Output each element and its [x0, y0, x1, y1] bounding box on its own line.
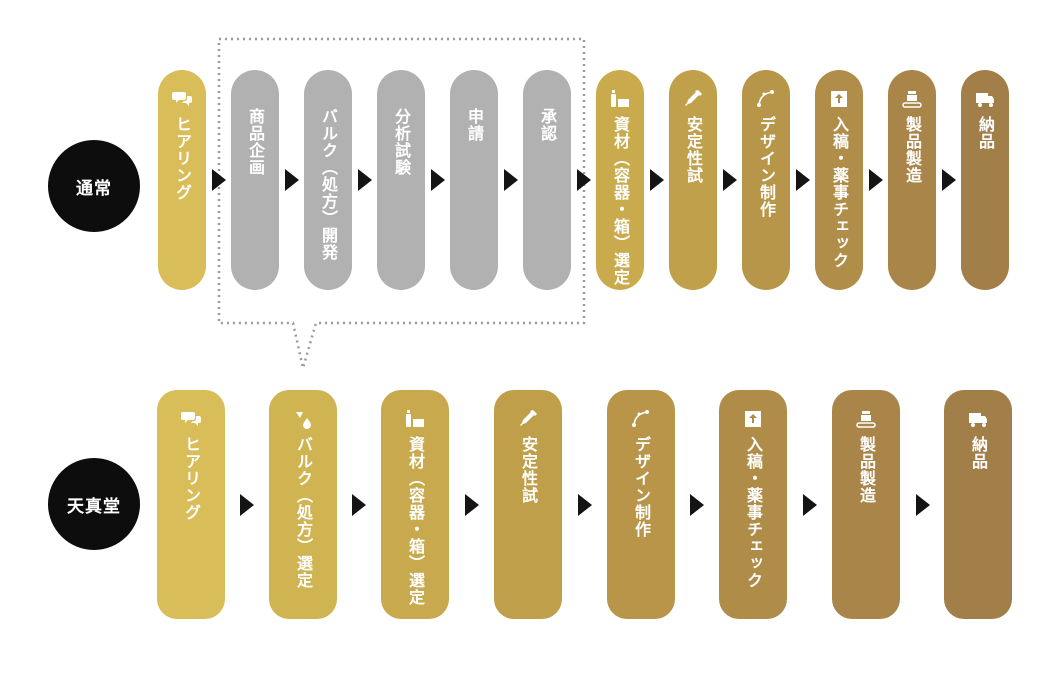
step-label: ヒアリング [173, 116, 192, 201]
flow-arrow [212, 169, 226, 191]
bottle-box-icon [609, 88, 631, 110]
step-tenshindo-delivery: 納品 [944, 390, 1012, 619]
step-tenshindo-stability-test: 安定性試 [494, 390, 562, 619]
step-label: 製品製造 [903, 116, 922, 184]
flow-arrow [431, 169, 445, 191]
flow-arrow [690, 494, 704, 516]
step-tenshindo-materials: 資材（容器・箱）選定 [381, 390, 449, 619]
step-tenshindo-manufacturing: 製品製造 [832, 390, 900, 619]
chat-bubbles-icon [171, 88, 193, 110]
conveyor-icon [855, 408, 877, 430]
bottle-box-icon [404, 408, 426, 430]
step-label: 納品 [969, 436, 988, 470]
flow-arrow [578, 494, 592, 516]
upload-icon [742, 408, 764, 430]
pen-tool-icon [630, 408, 652, 430]
step-label: 商品企画 [246, 108, 265, 176]
chat-bubbles-icon [180, 408, 202, 430]
upload-icon [828, 88, 850, 110]
step-normal-planning: 商品企画 [231, 70, 279, 290]
step-label: 納品 [976, 116, 995, 150]
truck-icon [967, 408, 989, 430]
pipette-icon [517, 408, 539, 430]
step-label: バルク（処方）開発 [319, 108, 338, 261]
pen-tool-icon [755, 88, 777, 110]
row-label-normal: 通常 [48, 140, 140, 232]
flow-arrow [869, 169, 883, 191]
flow-arrow [803, 494, 817, 516]
truck-icon [974, 88, 996, 110]
step-tenshindo-hearing: ヒアリング [157, 390, 225, 619]
step-label: 申請 [465, 108, 484, 142]
step-normal-bulk-development: バルク（処方）開発 [304, 70, 352, 290]
flow-arrow [916, 494, 930, 516]
step-tenshindo-bulk-selection: バルク（処方）選定 [269, 390, 337, 619]
step-label: デザイン制作 [757, 116, 776, 218]
step-label: デザイン制作 [632, 436, 651, 538]
step-label: 安定性試 [684, 116, 703, 184]
step-label: 入稿・薬事チェック [744, 436, 763, 589]
step-normal-stability-test: 安定性試 [669, 70, 717, 290]
step-label: 製品製造 [857, 436, 876, 504]
flow-arrow [352, 494, 366, 516]
step-normal-analysis: 分析試験 [377, 70, 425, 290]
step-normal-manufacturing: 製品製造 [888, 70, 936, 290]
flow-arrow [240, 494, 254, 516]
step-normal-design: デザイン制作 [742, 70, 790, 290]
step-normal-hearing: ヒアリング [158, 70, 206, 290]
step-label: 承認 [538, 108, 557, 142]
step-normal-submission-check: 入稿・薬事チェック [815, 70, 863, 290]
flow-arrow [465, 494, 479, 516]
flow-arrow [723, 169, 737, 191]
step-label: 資材（容器・箱）選定 [406, 436, 425, 606]
flow-arrow [358, 169, 372, 191]
step-label: バルク（処方）選定 [294, 436, 313, 589]
flow-arrow [504, 169, 518, 191]
step-label: 入稿・薬事チェック [830, 116, 849, 269]
step-normal-materials: 資材（容器・箱）選定 [596, 70, 644, 290]
flow-arrow [285, 169, 299, 191]
flow-arrow [796, 169, 810, 191]
row-label-tenshindo: 天真堂 [48, 458, 140, 550]
flow-arrow [577, 169, 591, 191]
step-tenshindo-design: デザイン制作 [607, 390, 675, 619]
flow-arrow [942, 169, 956, 191]
step-normal-delivery: 納品 [961, 70, 1009, 290]
step-label: 分析試験 [392, 108, 411, 176]
step-label: 資材（容器・箱）選定 [611, 116, 630, 286]
step-label: ヒアリング [182, 436, 201, 521]
flow-arrow [650, 169, 664, 191]
step-normal-application: 申請 [450, 70, 498, 290]
step-label: 安定性試 [519, 436, 538, 504]
step-tenshindo-submission-check: 入稿・薬事チェック [719, 390, 787, 619]
step-normal-approval: 承認 [523, 70, 571, 290]
conveyor-icon [901, 88, 923, 110]
pour-drop-icon [292, 408, 314, 430]
pipette-icon [682, 88, 704, 110]
